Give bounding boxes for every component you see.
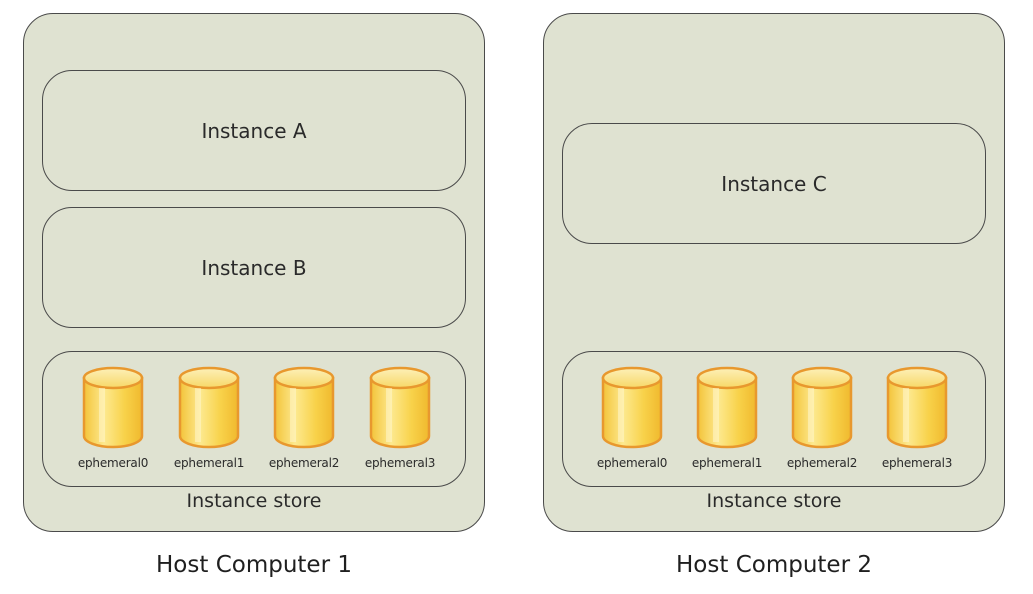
cylinder-disk-icon — [885, 366, 949, 450]
instance-c-label: Instance C — [721, 171, 827, 196]
host-computer-2-label: Host Computer 2 — [676, 552, 872, 578]
volume-label: ephemeral3 — [364, 456, 436, 470]
instance-store-label: Instance store — [186, 490, 322, 512]
host-computer-2: Instance C ephemeral0 ephemeral1 ephemer… — [543, 13, 1005, 532]
instance-a: Instance A — [42, 70, 466, 191]
volume-label: ephemeral0 — [77, 456, 149, 470]
cylinder-disk-icon — [695, 366, 759, 450]
volume-group: ephemeral0 ephemeral1 ephemeral2 ephemer… — [563, 366, 985, 476]
cylinder-disk-icon — [81, 366, 145, 450]
host-computer-1-label: Host Computer 1 — [156, 552, 352, 578]
instance-store-label: Instance store — [706, 490, 842, 512]
volume-ephemeral3: ephemeral3 — [869, 366, 965, 470]
volume-ephemeral0: ephemeral0 — [584, 366, 680, 470]
volume-label: ephemeral2 — [786, 456, 858, 470]
cylinder-disk-icon — [368, 366, 432, 450]
volume-ephemeral1: ephemeral1 — [679, 366, 775, 470]
volume-group: ephemeral0 ephemeral1 ephemeral2 ephemer… — [43, 366, 465, 476]
cylinder-disk-icon — [272, 366, 336, 450]
instance-b: Instance B — [42, 207, 466, 328]
cylinder-disk-icon — [600, 366, 664, 450]
volume-ephemeral2: ephemeral2 — [256, 366, 352, 470]
volume-label: ephemeral3 — [881, 456, 953, 470]
instance-store-1: ephemeral0 ephemeral1 ephemeral2 ephemer… — [42, 351, 466, 487]
volume-label: ephemeral2 — [268, 456, 340, 470]
volume-label: ephemeral1 — [173, 456, 245, 470]
volume-label: ephemeral0 — [596, 456, 668, 470]
instance-a-label: Instance A — [201, 118, 307, 143]
cylinder-disk-icon — [790, 366, 854, 450]
cylinder-disk-icon — [177, 366, 241, 450]
volume-ephemeral1: ephemeral1 — [161, 366, 257, 470]
host-computer-1: Instance A Instance B ephemeral0 ephemer… — [23, 13, 485, 532]
volume-label: ephemeral1 — [691, 456, 763, 470]
instance-c: Instance C — [562, 123, 986, 244]
volume-ephemeral0: ephemeral0 — [65, 366, 161, 470]
instance-store-2: ephemeral0 ephemeral1 ephemeral2 ephemer… — [562, 351, 986, 487]
volume-ephemeral3: ephemeral3 — [352, 366, 448, 470]
volume-ephemeral2: ephemeral2 — [774, 366, 870, 470]
instance-b-label: Instance B — [201, 255, 307, 280]
